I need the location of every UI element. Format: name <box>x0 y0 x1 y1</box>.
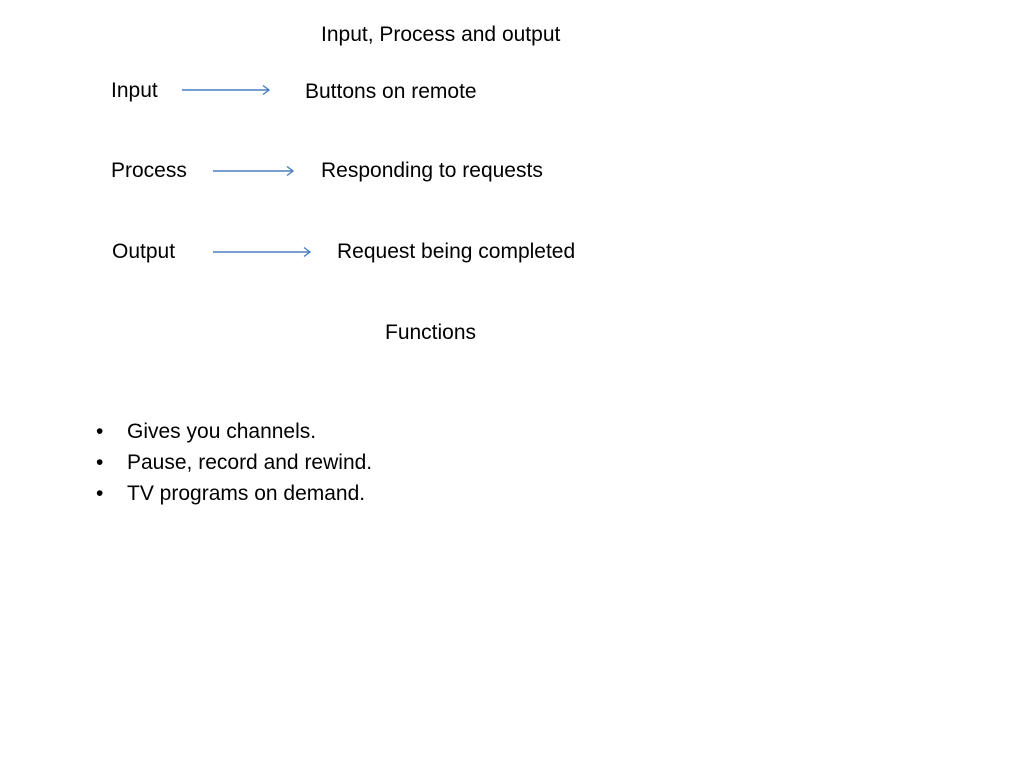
output-arrow <box>213 246 312 258</box>
bullet-icon: • <box>96 451 104 474</box>
output-label: Output <box>112 240 176 263</box>
input-description: Buttons on remote <box>305 80 477 103</box>
bullet-icon: • <box>96 420 104 443</box>
process-arrow <box>213 165 295 177</box>
list-item: • Gives you channels. <box>96 416 372 447</box>
process-label: Process <box>111 159 187 182</box>
list-item-text: Gives you channels. <box>127 420 317 443</box>
list-item: • TV programs on demand. <box>96 478 372 509</box>
functions-list: • Gives you channels. • Pause, record an… <box>96 416 372 509</box>
slide-title: Input, Process and output <box>321 23 561 46</box>
list-item-text: TV programs on demand. <box>127 482 366 505</box>
list-item-text: Pause, record and rewind. <box>127 451 373 474</box>
input-arrow <box>182 84 271 96</box>
output-description: Request being completed <box>337 240 576 263</box>
input-label: Input <box>111 79 158 102</box>
bullet-icon: • <box>96 482 104 505</box>
process-description: Responding to requests <box>321 159 543 182</box>
functions-heading: Functions <box>385 321 477 344</box>
list-item: • Pause, record and rewind. <box>96 447 372 478</box>
